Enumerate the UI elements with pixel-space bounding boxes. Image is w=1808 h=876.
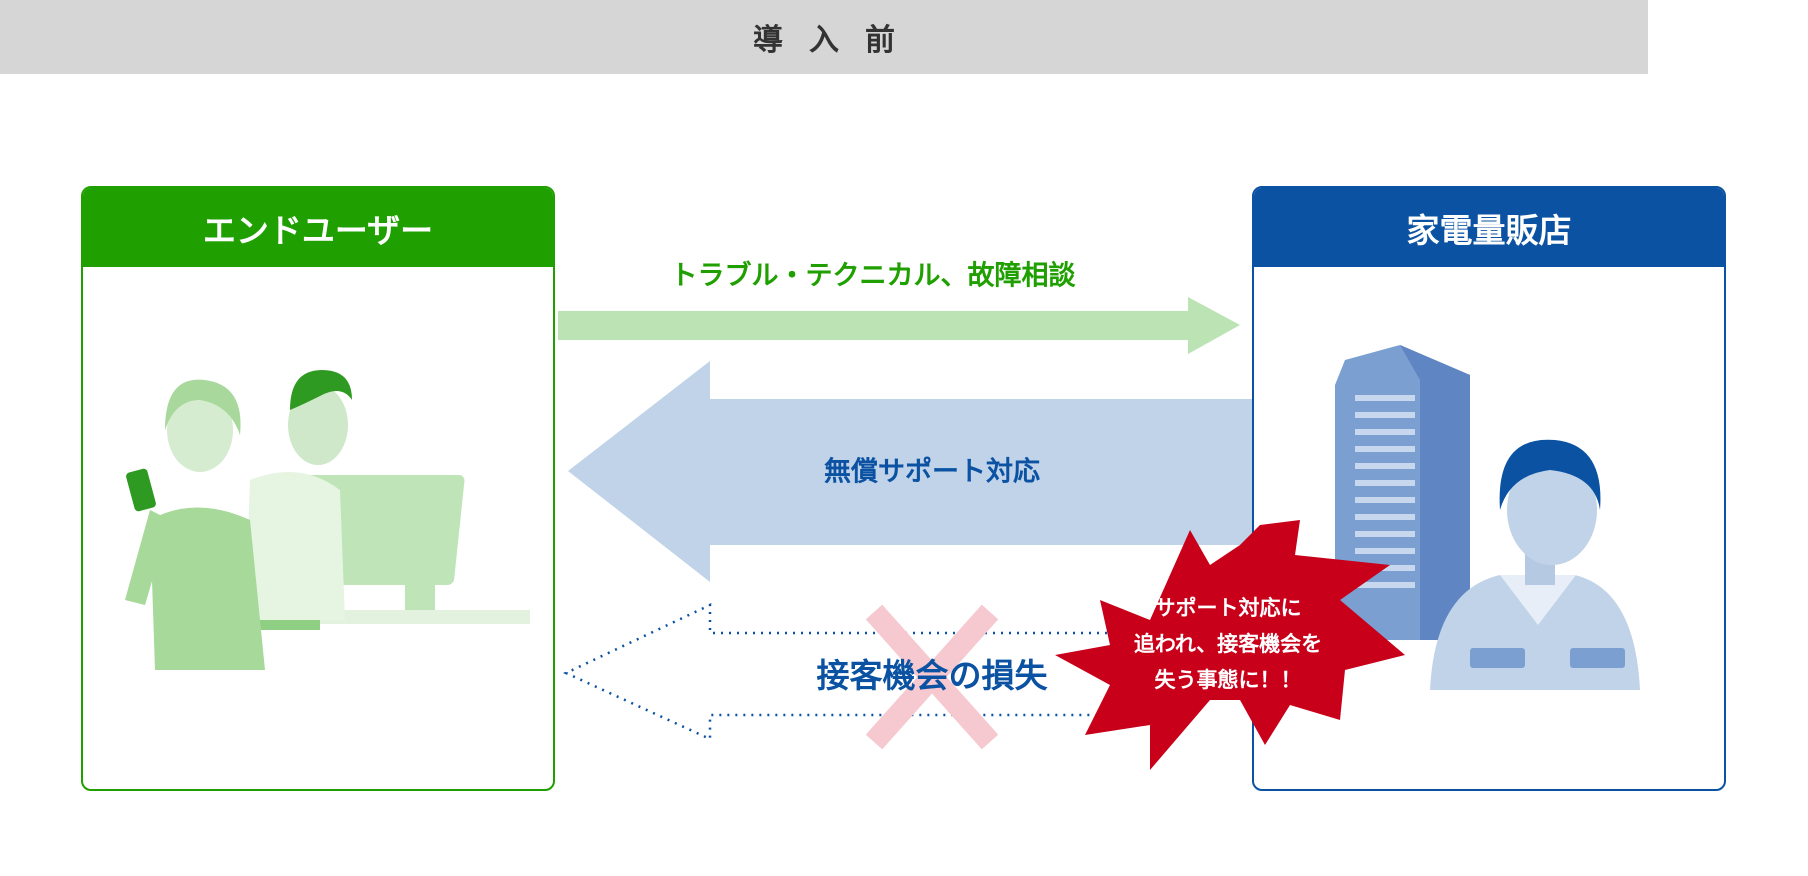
section-title: 導入前 [753, 23, 921, 58]
electronics-store-panel: 家電量販店 [1252, 186, 1726, 791]
inquiry-arrow [558, 297, 1240, 354]
alert-line-3: 失う事態に！！ [1154, 668, 1302, 692]
alert-burst-text: サポート対応に 追われ、接客機会を 失う事態に！！ [1134, 590, 1322, 698]
lost-opportunity-label: 接客機会の損失 [816, 656, 1048, 695]
end-user-panel: エンドユーザー [81, 186, 555, 791]
alert-burst-shape [1055, 520, 1405, 770]
store-staff-illustration [1430, 439, 1640, 690]
building-illustration [1335, 345, 1470, 640]
lost-opportunity-arrow [563, 603, 1107, 741]
end-users-illustration [125, 370, 530, 670]
support-arrow [568, 361, 1252, 582]
end-user-panel-title: エンドユーザー [83, 188, 553, 267]
alert-line-2: 追われ、接客機会を [1133, 632, 1323, 656]
section-header-bar: 導入前 [0, 0, 1648, 74]
electronics-store-panel-title: 家電量販店 [1254, 188, 1724, 267]
support-arrow-label: 無償サポート対応 [824, 456, 1040, 488]
cross-mark-icon [865, 604, 999, 750]
alert-line-1: サポート対応に [1154, 596, 1302, 620]
inquiry-arrow-label: トラブル・テクニカル、故障相談 [670, 260, 1076, 292]
